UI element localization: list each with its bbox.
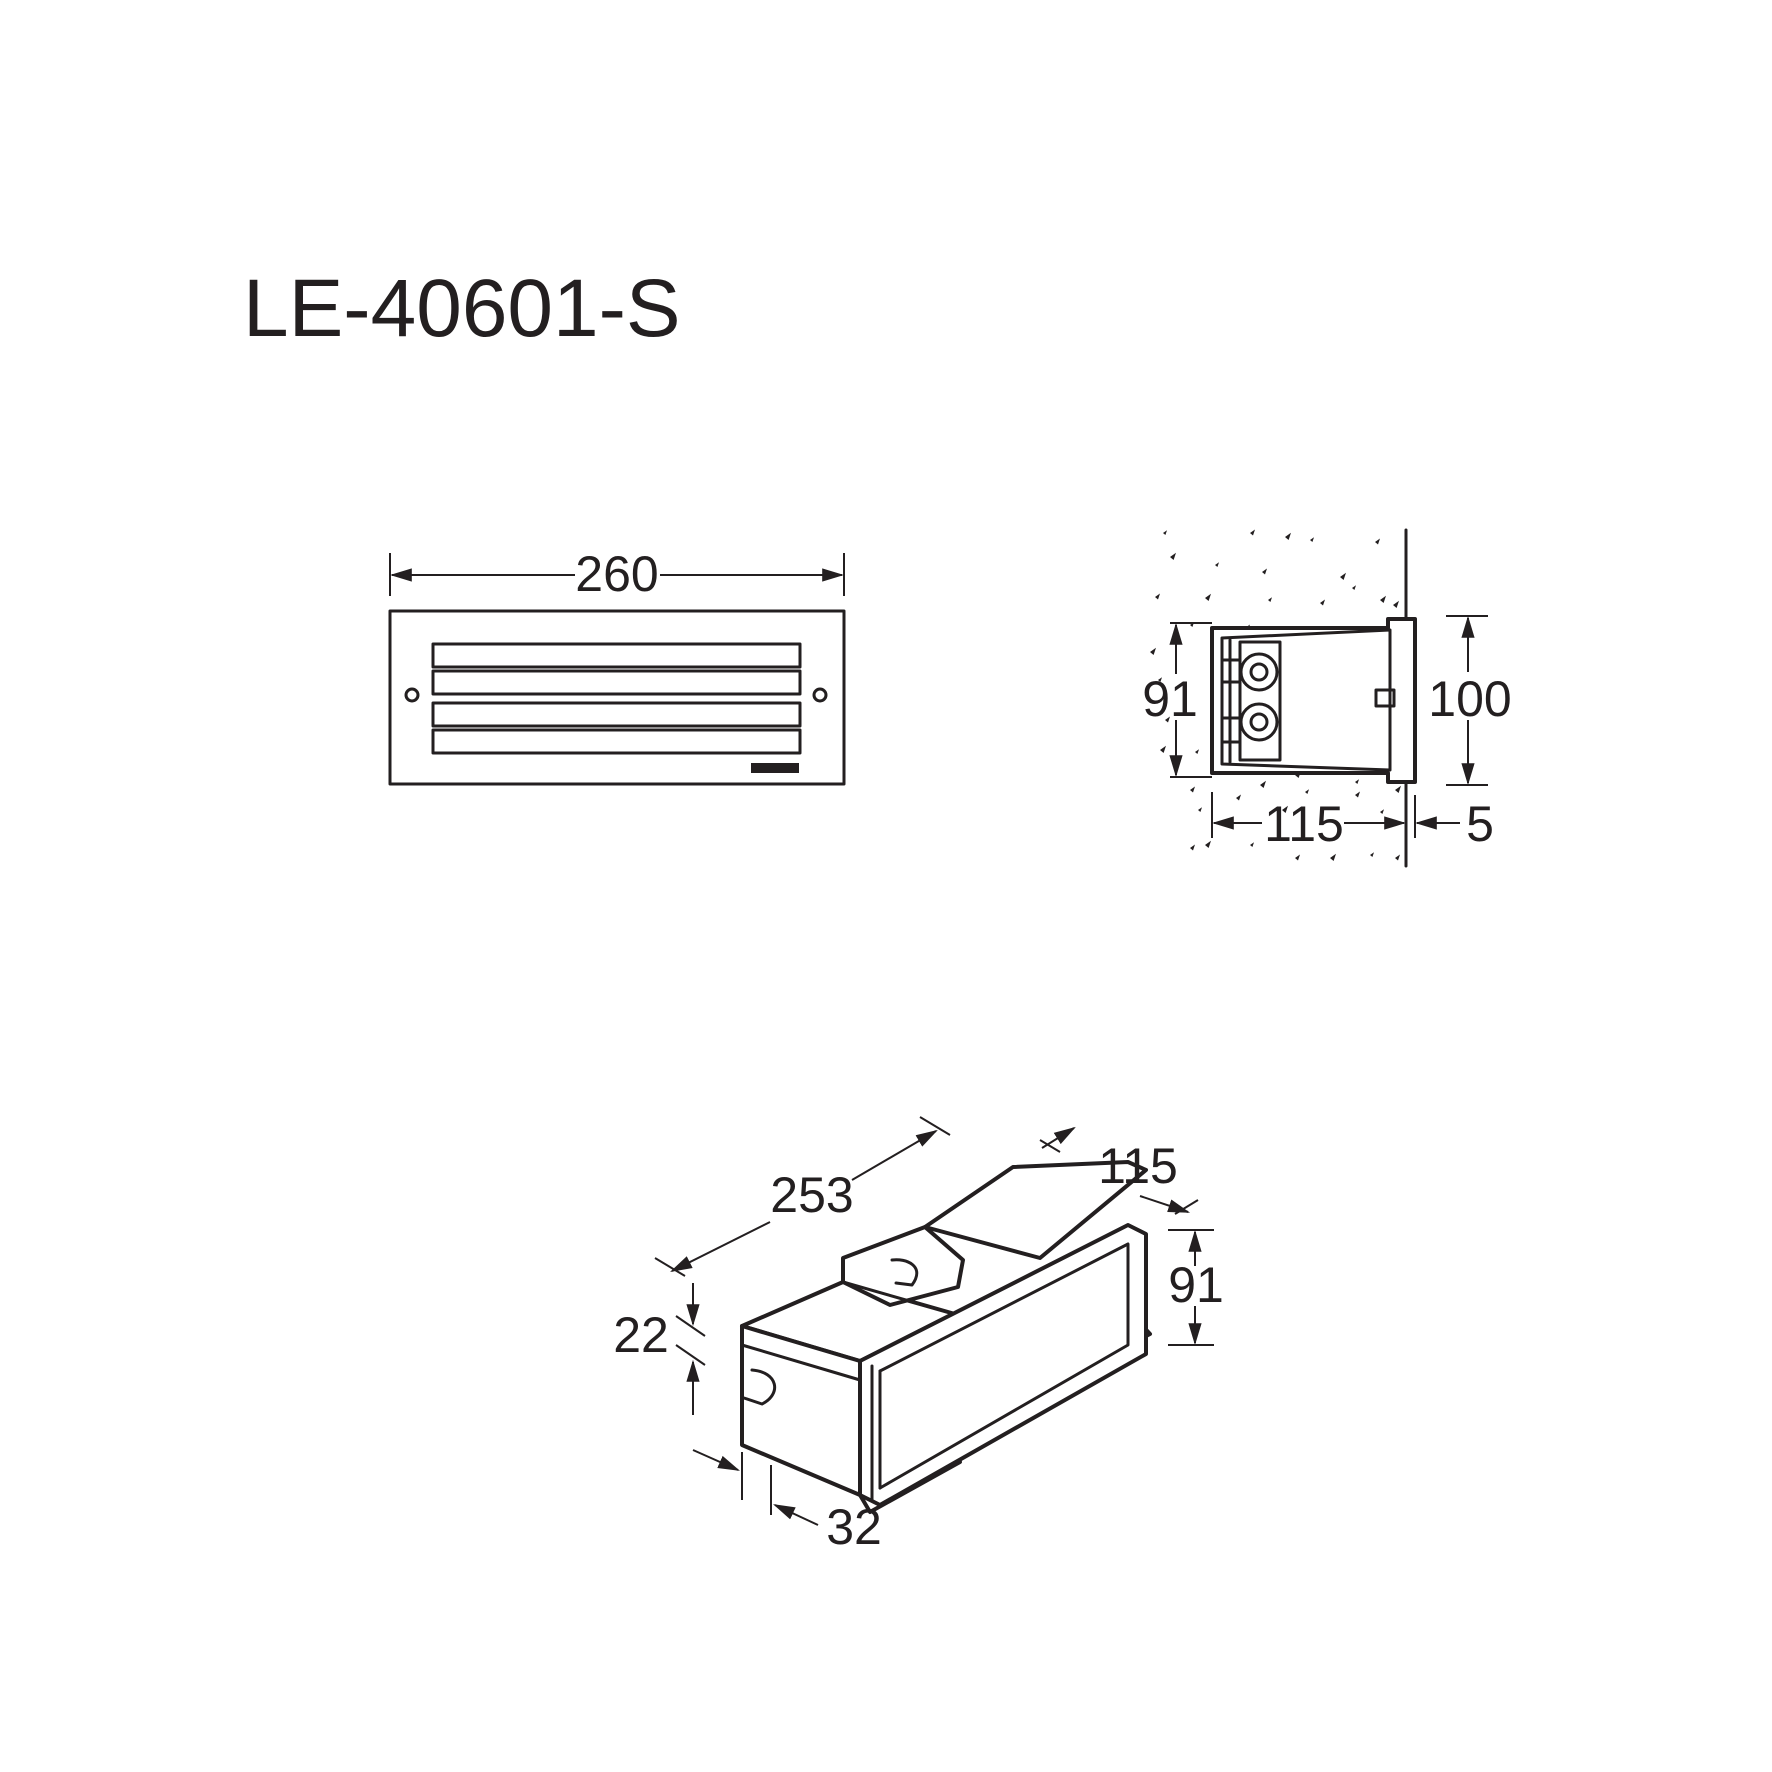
concrete-speck (1395, 785, 1401, 793)
dim-extension (654, 1257, 686, 1277)
flange-dimension: 5 (1466, 796, 1494, 852)
concrete-speck (1393, 600, 1399, 608)
concrete-speck (1340, 572, 1346, 580)
louver-slot-3 (431, 701, 802, 728)
width-dimension: 260 (575, 546, 658, 602)
box-tab-notch (890, 1258, 919, 1287)
screw-right-icon (812, 687, 828, 703)
concrete-speck (1205, 593, 1211, 601)
concrete-speck (1150, 647, 1156, 655)
inner-height-dimension: 91 (1142, 671, 1198, 727)
concrete-speck (1395, 854, 1400, 861)
box-front-notch (742, 1368, 777, 1406)
concrete-speck (1190, 786, 1195, 793)
concrete-speck (1282, 805, 1288, 813)
concrete-speck (1375, 538, 1380, 545)
concrete-speck (1310, 537, 1314, 542)
concrete-speck (1380, 809, 1384, 814)
concrete-speck (1215, 562, 1219, 567)
concrete-speck (1190, 844, 1195, 851)
dim-line (851, 1129, 938, 1181)
box-top-back-panel (923, 1160, 1148, 1260)
concrete-speck (1370, 852, 1374, 857)
box-edge (740, 1343, 862, 1382)
box-edge (1126, 1223, 1148, 1236)
louver-slot-1 (431, 642, 802, 669)
cable-gland-bottom-icon (1239, 702, 1279, 742)
dim-line (670, 1221, 771, 1272)
cable-gland-bottom-inner (1249, 712, 1269, 732)
concrete-speck (1205, 840, 1211, 848)
model-title: LE-40601-S (243, 263, 681, 354)
screw-left-icon (404, 687, 420, 703)
concrete-speck (1158, 677, 1162, 682)
concrete-speck (1250, 529, 1255, 536)
brand-plate (751, 763, 799, 773)
concrete-speck (1262, 568, 1267, 575)
louver-slot-4 (431, 728, 802, 755)
dim-line (773, 1504, 819, 1526)
dim-line (1139, 1195, 1191, 1213)
concrete-speck (1305, 789, 1309, 794)
box-depth-dimension: 115 (1098, 1138, 1178, 1194)
concrete-speck (1260, 780, 1266, 788)
clip-tab (1374, 688, 1396, 708)
outer-height-dimension: 100 (1428, 671, 1511, 727)
concrete-speck (1295, 854, 1300, 861)
dim-extension (675, 1315, 706, 1337)
cable-gland-top-icon (1239, 652, 1279, 692)
dim-extension (1174, 1199, 1199, 1215)
concrete-speck (1198, 807, 1202, 812)
cable-gland-top-inner (1249, 662, 1269, 682)
concrete-speck (1355, 779, 1359, 784)
concrete-speck (1268, 597, 1272, 602)
dim-line (692, 1449, 741, 1471)
concrete-speck (1355, 791, 1360, 798)
concrete-speck (1170, 552, 1176, 560)
faceplate (388, 609, 846, 786)
concrete-speck (1165, 716, 1170, 723)
depth-dimension: 115 (1264, 796, 1344, 852)
dim-extension (1039, 1139, 1061, 1153)
housing-inner (1220, 628, 1392, 772)
dim-extension (919, 1116, 951, 1136)
concrete-speck (1155, 593, 1160, 600)
concrete-hatch (1150, 529, 1401, 861)
concrete-speck (1236, 794, 1241, 801)
concrete-speck (1160, 745, 1166, 753)
box-view: 253 115 91 22 32 (613, 1116, 1224, 1555)
front-view: 260 (388, 546, 846, 786)
gear-block (1238, 640, 1282, 762)
concrete-speck (1285, 532, 1291, 540)
box-length-dimension: 253 (770, 1167, 853, 1223)
tab-height-dimension: 22 (613, 1307, 669, 1363)
concrete-speck (1320, 599, 1325, 606)
concrete-speck (1352, 585, 1356, 590)
dim-extension (675, 1344, 706, 1366)
side-view: 91 100 115 5 (1142, 528, 1512, 868)
louver-slot-2 (431, 669, 802, 696)
box-height-dimension: 91 (1168, 1257, 1224, 1313)
concrete-speck (1163, 530, 1167, 535)
concrete-speck (1250, 842, 1254, 847)
tab-offset-dimension: 32 (826, 1499, 882, 1555)
concrete-speck (1380, 595, 1386, 603)
box-edge (841, 1280, 957, 1316)
concrete-speck (1195, 749, 1199, 754)
concrete-speck (1330, 853, 1336, 861)
